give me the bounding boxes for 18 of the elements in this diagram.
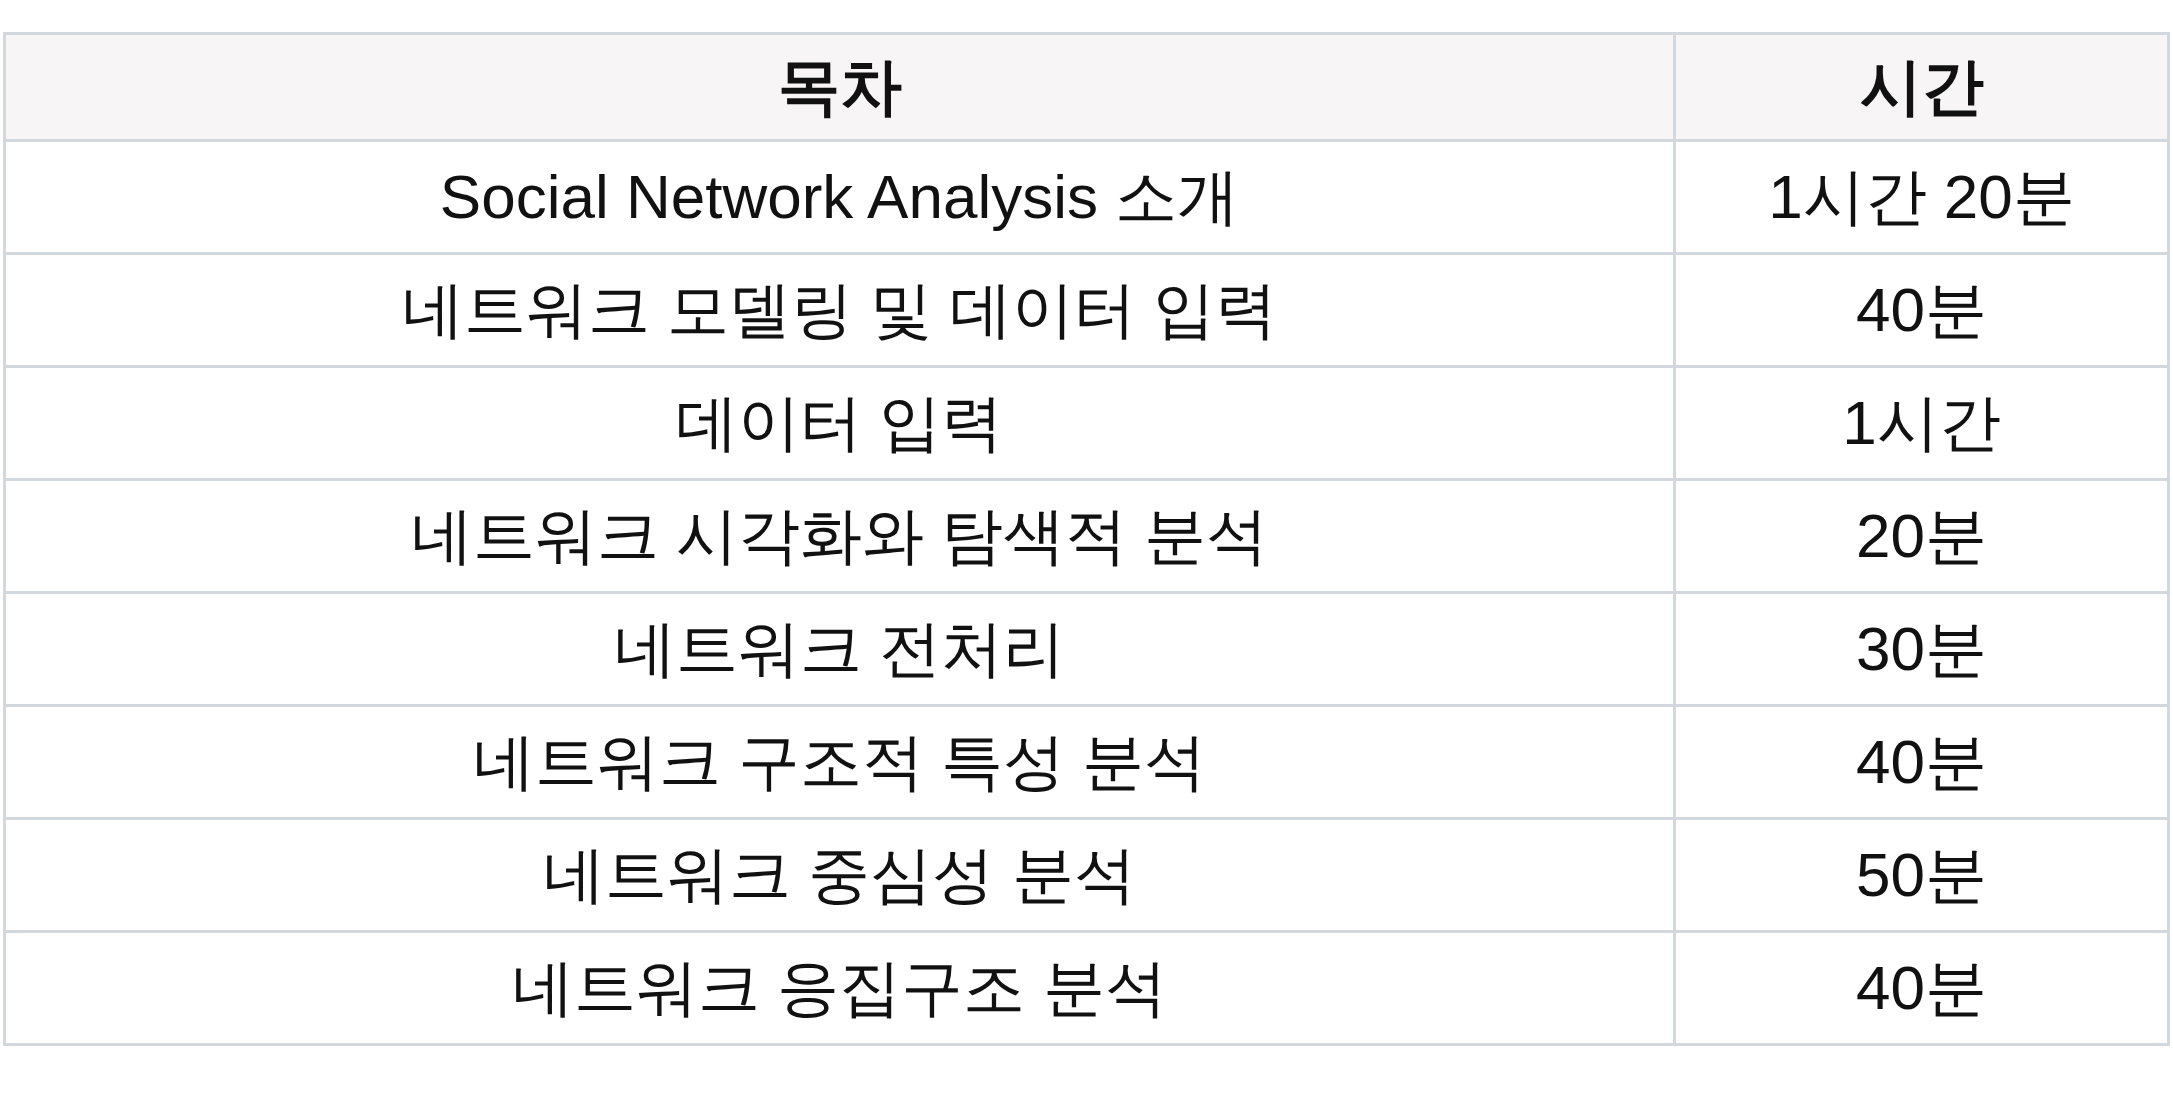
table-cell: 1시간 20분	[1674, 140, 2169, 254]
table-header-cell: 시간	[1674, 33, 2169, 141]
table-cell: 30분	[1674, 592, 2169, 706]
table-cell: 1시간	[1674, 366, 2169, 480]
table-cell: 20분	[1674, 479, 2169, 593]
table-cell: 40분	[1674, 705, 2169, 819]
table-cell: 50분	[1674, 818, 2169, 932]
table-cell: 데이터 입력	[4, 366, 1675, 480]
table-cell: 40분	[1674, 253, 2169, 367]
table-cell: 네트워크 응집구조 분석	[4, 931, 1675, 1045]
table-cell: Social Network Analysis 소개	[4, 140, 1675, 254]
table-cell: 40분	[1674, 931, 2169, 1045]
table-header-cell: 목차	[4, 33, 1675, 141]
table-cell: 네트워크 전처리	[4, 592, 1675, 706]
table-cell: 네트워크 구조적 특성 분석	[4, 705, 1675, 819]
table-cell: 네트워크 중심성 분석	[4, 818, 1675, 932]
table-cell: 네트워크 모델링 및 데이터 입력	[4, 253, 1675, 367]
table-cell: 네트워크 시각화와 탐색적 분석	[4, 479, 1675, 593]
